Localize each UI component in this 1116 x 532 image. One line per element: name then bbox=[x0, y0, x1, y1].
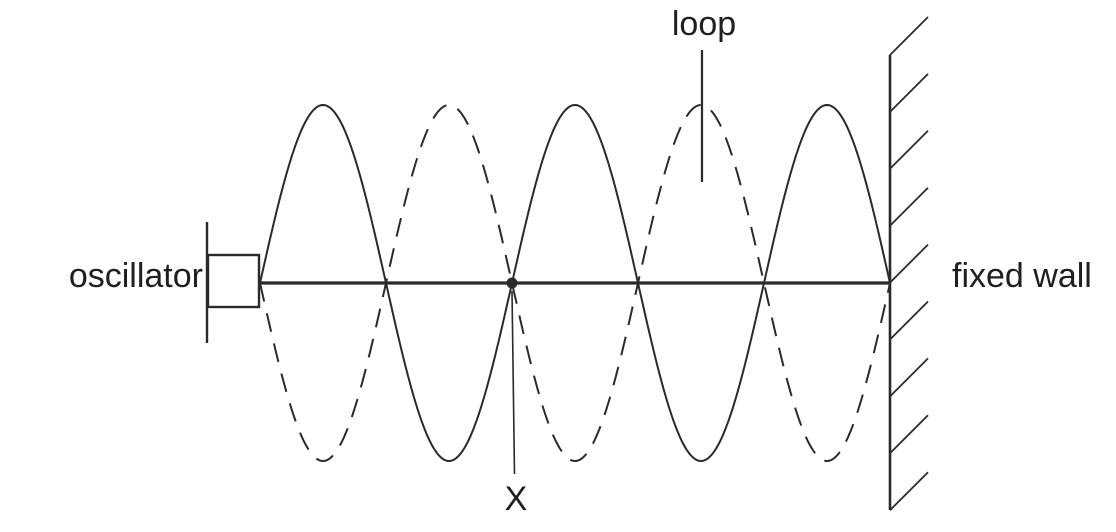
oscillator-box bbox=[206, 253, 261, 309]
wall-hatch bbox=[889, 73, 929, 113]
wall-hatch bbox=[889, 243, 929, 284]
x-label: X bbox=[505, 480, 528, 518]
wall-hatch bbox=[889, 130, 929, 170]
wall-hatch bbox=[889, 414, 929, 454]
wall-hatching bbox=[889, 16, 929, 511]
x-pointer-line bbox=[511, 290, 516, 475]
fixed-wall-label: fixed wall bbox=[952, 257, 1092, 295]
wave-envelope-dashed bbox=[259, 104, 891, 462]
oscillator-label: oscillator bbox=[69, 257, 203, 295]
wall-hatch bbox=[889, 187, 929, 227]
wall-hatch bbox=[889, 357, 929, 398]
wave-envelope-solid bbox=[259, 104, 891, 462]
node-dot bbox=[506, 277, 518, 289]
wall-hatch bbox=[889, 471, 929, 511]
wall-hatch bbox=[889, 16, 929, 56]
wall-hatch bbox=[889, 300, 929, 341]
loop-label: loop bbox=[672, 5, 736, 43]
